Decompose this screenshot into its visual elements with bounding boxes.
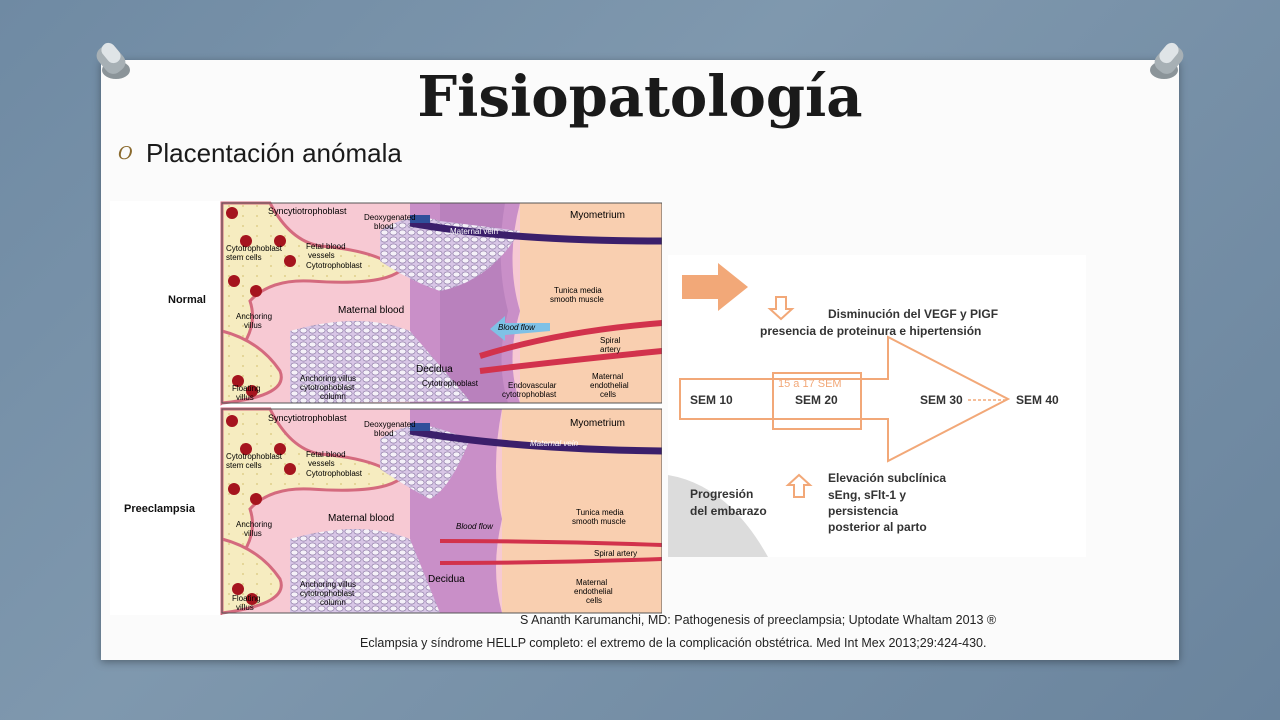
bottom-right-text-4: posterior al parto — [828, 520, 927, 534]
label-maternal-endo-b2: endothelial — [574, 587, 613, 596]
placentation-diagram: Normal Syncytiotrophoblast Deoxygenated … — [110, 201, 662, 615]
label-anchoring-villus: villus — [244, 321, 262, 330]
label-anchoring-column-b2: cytotrophoblast — [300, 589, 355, 598]
label-cytotrophoblast-2: Cytotrophoblast — [422, 379, 479, 388]
right-arrow-icon — [682, 263, 748, 311]
up-arrow-icon — [785, 473, 813, 498]
label-cytotrophoblast-stem: Cytotrophoblast — [226, 244, 283, 253]
label-endovascular: Endovascular — [508, 381, 557, 390]
week-label: SEM 20 — [795, 393, 838, 407]
label-floating-2: Floating — [232, 594, 260, 603]
label-tunica: Tunica media — [554, 286, 602, 295]
label-maternal-endo-b: Maternal — [576, 578, 607, 587]
range-label: 15 a 17 SEM — [778, 378, 842, 390]
down-arrow-icon — [767, 296, 795, 321]
label-myometrium: Myometrium — [570, 210, 625, 221]
bullet-marker: O — [118, 143, 133, 164]
label-blood-flow: Blood flow — [498, 323, 536, 332]
label-spiral-artery-2: Spiral artery — [594, 549, 637, 558]
label-vessels-2: vessels — [308, 459, 335, 468]
week-label: SEM 40 — [1016, 393, 1059, 407]
label-floating-villus: villus — [236, 393, 254, 402]
label-anchoring-column: Anchoring villus — [300, 374, 356, 383]
label-anchoring-column-3: column — [320, 392, 346, 401]
label-endovascular-2: cytotrophoblast — [502, 390, 557, 399]
bottom-right-text-1: Elevación subclínica — [828, 471, 946, 485]
label-anchoring-column-b: Anchoring villus — [300, 580, 356, 589]
label-anchoring-column-2: cytotrophoblast — [300, 383, 355, 392]
label-anchoring-2: Anchoring — [236, 520, 272, 529]
top-text-2: presencia de proteinura e hipertensión — [760, 324, 981, 338]
label-vessels: vessels — [308, 251, 335, 260]
label-artery: artery — [600, 345, 620, 354]
reference-2: Eclampsia y síndrome HELLP completo: el … — [360, 636, 987, 650]
bullet-item: O Placentación anómala — [118, 138, 402, 169]
label-maternal-endo-2: endothelial — [590, 381, 629, 390]
label-tunica-2: Tunica media — [576, 508, 624, 517]
label-spiral: Spiral — [600, 336, 621, 345]
label-maternal-blood-2: Maternal blood — [328, 513, 394, 524]
top-text-1: Disminución del VEGF y PIGF — [828, 307, 998, 321]
week-label: SEM 10 — [690, 393, 733, 407]
week-label: SEM 30 — [920, 393, 963, 407]
label-stem-cells-2: stem cells — [226, 461, 262, 470]
bottom-right-text-2: sEng, sFlt-1 y — [828, 488, 906, 502]
label-anchoring-villus-2: villus — [244, 529, 262, 538]
label-decidua: Decidua — [416, 364, 453, 375]
reference-1: S Ananth Karumanchi, MD: Pathogenesis of… — [520, 613, 997, 627]
label-floating-villus-2: villus — [236, 603, 254, 612]
pushpin-icon — [1150, 42, 1184, 79]
label-maternal-blood: Maternal blood — [338, 305, 404, 316]
label-cytotrophoblast-stem-2: Cytotrophoblast — [226, 452, 283, 461]
normal-label: Normal — [168, 294, 206, 306]
label-anchoring-column-b3: column — [320, 598, 346, 607]
timeline-arrow — [679, 335, 1011, 463]
label-decidua-2: Decidua — [428, 574, 465, 585]
label-fetal-blood-2: Fetal blood — [306, 450, 346, 459]
bullet-text: Placentación anómala — [146, 138, 402, 168]
label-maternal-endo: Maternal — [592, 372, 623, 381]
page-title: Fisiopatología — [417, 64, 863, 130]
label-deoxygenated-blood-2: blood — [374, 429, 394, 438]
preeclampsia-panel: Preeclampsia Syncytiotrophoblast Deoxyge… — [124, 407, 662, 615]
label-deoxygenated-blood: blood — [374, 222, 394, 231]
label-floating: Floating — [232, 384, 260, 393]
label-cytotrophoblast-3: Cytotrophoblast — [306, 469, 363, 478]
bottom-right-text-3: persistencia — [828, 504, 898, 518]
label-maternal-endo-b3: cells — [586, 596, 602, 605]
label-stem-cells: stem cells — [226, 253, 262, 262]
label-myometrium-2: Myometrium — [570, 418, 625, 429]
label-deoxygenated-2: Deoxygenated — [364, 420, 416, 429]
preeclampsia-label: Preeclampsia — [124, 503, 196, 515]
label-maternal-vein: Maternal vein — [450, 227, 498, 236]
range-box — [772, 372, 862, 430]
label-syncytiotrophoblast-2: Syncytiotrophoblast — [268, 413, 347, 423]
label-cytotrophoblast: Cytotrophoblast — [306, 261, 363, 270]
label-smooth-muscle: smooth muscle — [550, 295, 604, 304]
bottom-left-text-1: Progresión — [690, 487, 753, 501]
label-deoxygenated: Deoxygenated — [364, 213, 416, 222]
timeline-diagram: Disminución del VEGF y PIGF presencia de… — [668, 255, 1086, 557]
pushpin-icon — [96, 42, 130, 79]
bottom-left-text-2: del embarazo — [690, 504, 767, 518]
label-blood-flow-2: Blood flow — [456, 522, 494, 531]
label-syncytiotrophoblast: Syncytiotrophoblast — [268, 206, 347, 216]
label-anchoring: Anchoring — [236, 312, 272, 321]
label-smooth-muscle-2: smooth muscle — [572, 517, 626, 526]
normal-panel: Normal Syncytiotrophoblast Deoxygenated … — [168, 201, 662, 406]
label-maternal-endo-3: cells — [600, 390, 616, 399]
label-maternal-vein-2: Maternal vein — [530, 439, 579, 448]
label-fetal-blood: Fetal blood — [306, 242, 346, 251]
